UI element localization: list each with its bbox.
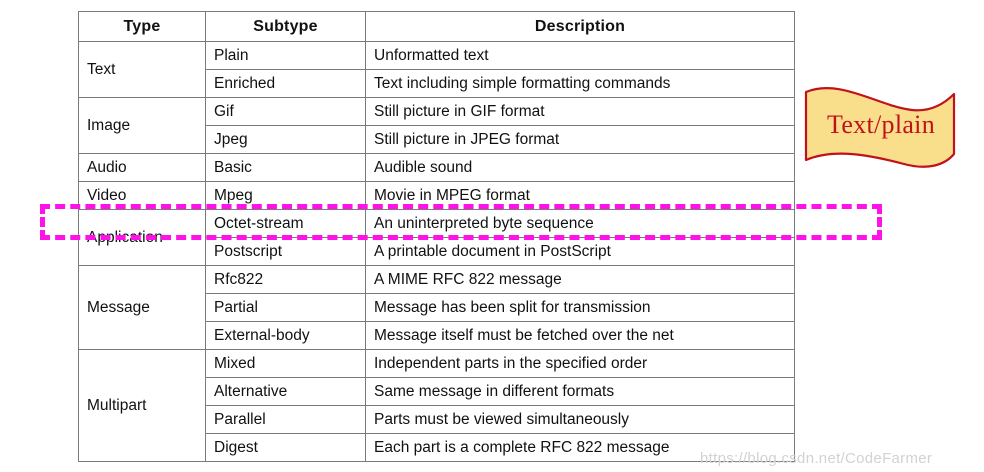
cell-subtype: Basic bbox=[205, 153, 366, 182]
cell-type: Audio bbox=[78, 153, 206, 182]
cell-description: A MIME RFC 822 message bbox=[365, 265, 795, 294]
cell-type: Multipart bbox=[78, 349, 206, 462]
cell-type: Video bbox=[78, 181, 206, 210]
text-plain-banner: Text/plain bbox=[800, 80, 960, 170]
cell-description: Parts must be viewed simultaneously bbox=[365, 405, 795, 434]
cell-description: Movie in MPEG format bbox=[365, 181, 795, 210]
cell-subtype: Gif bbox=[205, 97, 366, 126]
cell-description: Same message in different formats bbox=[365, 377, 795, 406]
cell-description: An uninterpreted byte sequence bbox=[365, 209, 795, 238]
cell-description: Unformatted text bbox=[365, 41, 795, 70]
cell-subtype: Octet-stream bbox=[205, 209, 366, 238]
cell-subtype: Parallel bbox=[205, 405, 366, 434]
cell-subtype: Partial bbox=[205, 293, 366, 322]
cell-subtype: Enriched bbox=[205, 69, 366, 98]
cell-subtype: Mpeg bbox=[205, 181, 366, 210]
table-header: Type Subtype Description bbox=[78, 11, 795, 42]
column-header-subtype: Subtype bbox=[205, 11, 366, 42]
cell-type: Image bbox=[78, 97, 206, 154]
cell-description: Still picture in GIF format bbox=[365, 97, 795, 126]
cell-description: Message itself must be fetched over the … bbox=[365, 321, 795, 350]
cell-description: Text including simple formatting command… bbox=[365, 69, 795, 98]
column-header-type: Type bbox=[78, 11, 206, 42]
cell-description: A printable document in PostScript bbox=[365, 237, 795, 266]
cell-subtype: Alternative bbox=[205, 377, 366, 406]
cell-subtype: Mixed bbox=[205, 349, 366, 378]
header-row: Type Subtype Description bbox=[78, 11, 795, 42]
cell-description: Independent parts in the specified order bbox=[365, 349, 795, 378]
column-header-description: Description bbox=[365, 11, 795, 42]
cell-subtype: External-body bbox=[205, 321, 366, 350]
cell-type: Application bbox=[78, 209, 206, 266]
cell-subtype: Plain bbox=[205, 41, 366, 70]
cell-description: Still picture in JPEG format bbox=[365, 125, 795, 154]
cell-description: Message has been split for transmission bbox=[365, 293, 795, 322]
cell-subtype: Postscript bbox=[205, 237, 366, 266]
watermark-text: https://blog.csdn.net/CodeFarmer bbox=[700, 450, 933, 467]
cell-description: Audible sound bbox=[365, 153, 795, 182]
cell-subtype: Digest bbox=[205, 433, 366, 462]
banner-ribbon-shape bbox=[804, 87, 956, 168]
cell-subtype: Rfc822 bbox=[205, 265, 366, 294]
cell-type: Text bbox=[78, 41, 206, 98]
cell-type: Message bbox=[78, 265, 206, 350]
cell-subtype: Jpeg bbox=[205, 125, 366, 154]
banner-label: Text/plain bbox=[826, 110, 936, 139]
cell-description: Each part is a complete RFC 822 message bbox=[365, 433, 795, 462]
